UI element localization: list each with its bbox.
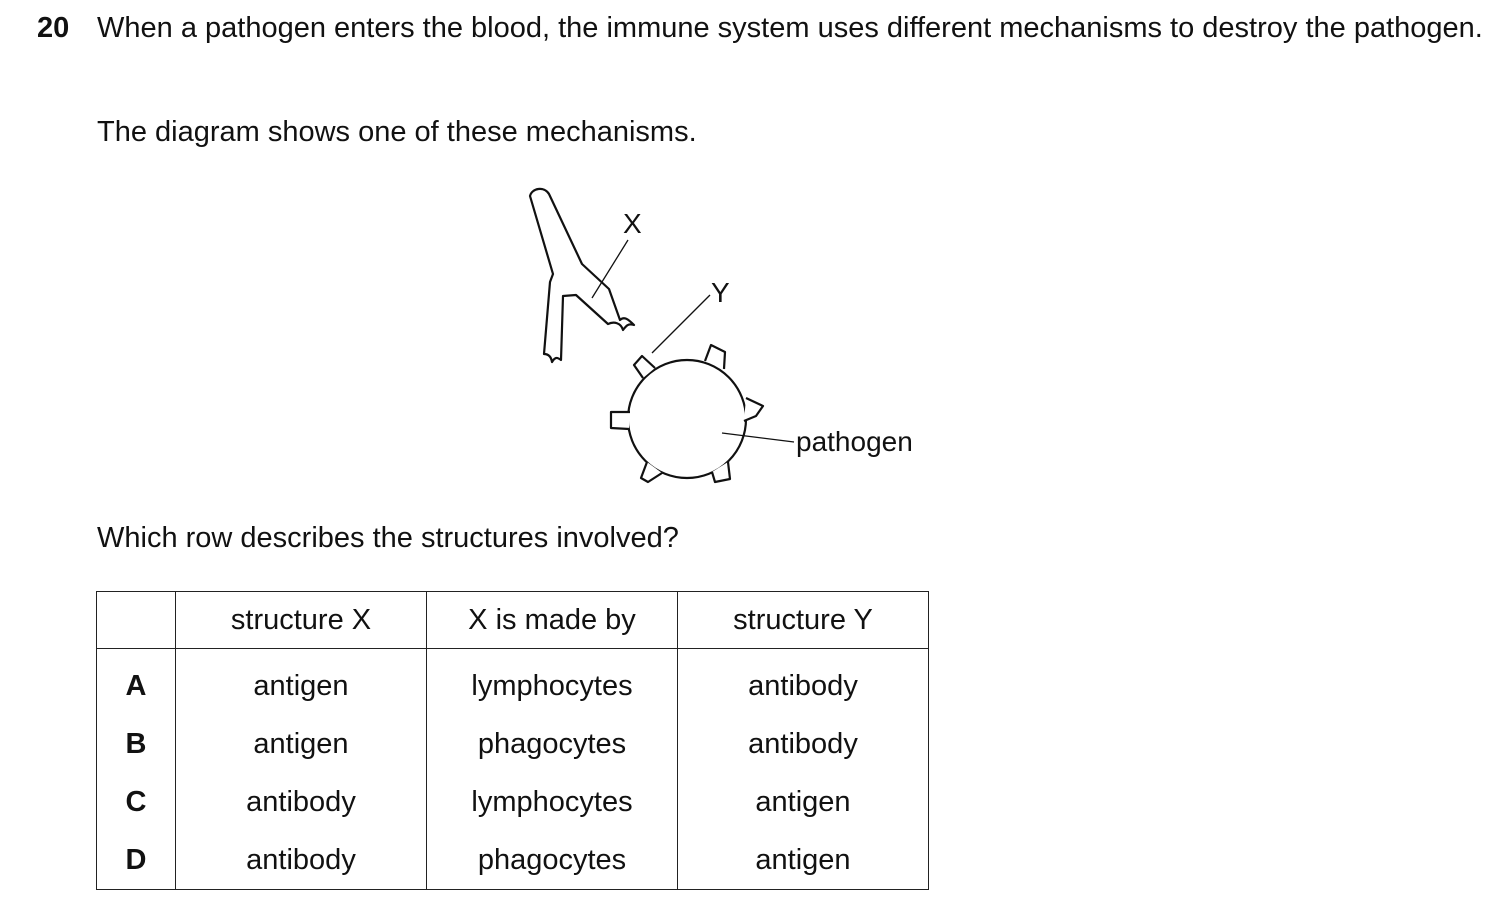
row-letter: C [96, 773, 176, 831]
table-row: B antigen phagocytes antibody [96, 715, 929, 773]
table-header-row: structure X X is made by structure Y [96, 591, 929, 649]
table-header-structure-y: structure Y [677, 591, 929, 649]
cell-structure-x: antibody [175, 831, 427, 890]
diagram-svg: X Y pathogen [528, 187, 913, 484]
row-letter: A [96, 648, 176, 715]
cell-made-by: phagocytes [426, 715, 678, 773]
table-header-structure-x: structure X [175, 591, 427, 649]
answer-table: structure X X is made by structure Y A a… [96, 591, 929, 890]
cell-structure-y: antibody [677, 648, 929, 715]
table-row: A antigen lymphocytes antibody [96, 648, 929, 715]
cell-structure-x: antibody [175, 773, 427, 831]
question-number: 20 [37, 12, 70, 44]
antigen-shape [632, 354, 656, 379]
cell-made-by: lymphocytes [426, 648, 678, 715]
antigen-markers [609, 343, 765, 484]
cell-made-by: lymphocytes [426, 773, 678, 831]
table-row: D antibody phagocytes antigen [96, 831, 929, 890]
diagram-intro: The diagram shows one of these mechanism… [97, 116, 697, 148]
label-x-leader [591, 239, 629, 299]
row-letter: D [96, 831, 176, 890]
label-pathogen: pathogen [796, 426, 913, 457]
row-letter: B [96, 715, 176, 773]
cell-structure-y: antigen [677, 773, 929, 831]
cell-structure-x: antigen [175, 715, 427, 773]
question-stem: When a pathogen enters the blood, the im… [97, 12, 1483, 44]
table-header-corner [96, 591, 176, 649]
antigen-shape [609, 410, 630, 431]
label-pathogen-leader [721, 432, 795, 443]
cell-made-by: phagocytes [426, 831, 678, 890]
pathogen-body [626, 358, 748, 480]
antigen-shape [639, 461, 663, 484]
label-y-leader [651, 294, 711, 354]
antigen-shape [710, 461, 732, 484]
cell-structure-x: antigen [175, 648, 427, 715]
immune-diagram: X Y pathogen [500, 170, 960, 500]
antigen-shape [703, 343, 727, 370]
table-row: C antibody lymphocytes antigen [96, 773, 929, 831]
cell-structure-y: antigen [677, 831, 929, 890]
antibody-shape [528, 187, 636, 364]
antigen-shape [743, 397, 765, 423]
table-header-made-by: X is made by [426, 591, 678, 649]
cell-structure-y: antibody [677, 715, 929, 773]
label-y: Y [711, 277, 730, 308]
label-x: X [623, 208, 642, 239]
question-prompt: Which row describes the structures invol… [97, 522, 679, 554]
